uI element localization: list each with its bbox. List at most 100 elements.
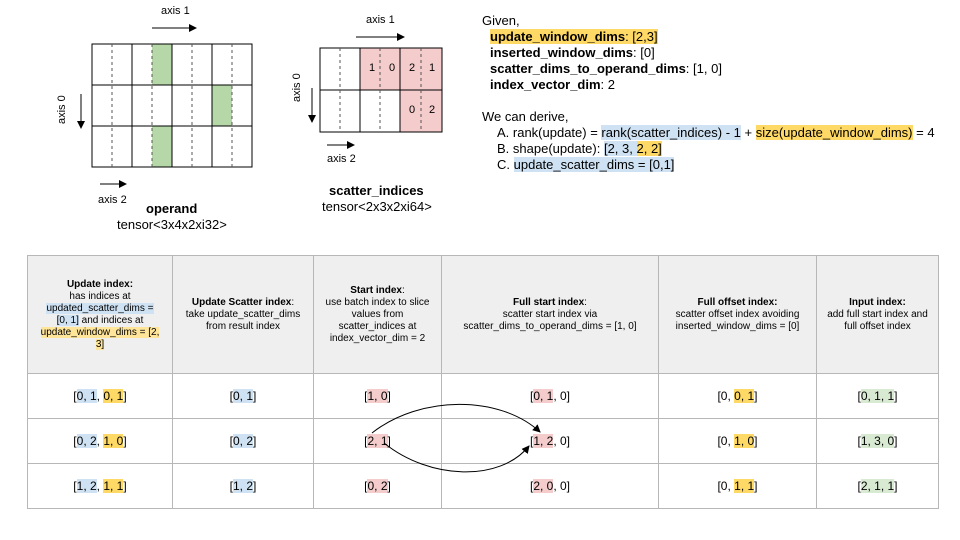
given-key: index_vector_dim — [490, 77, 601, 92]
cell-text: , 0] — [553, 389, 571, 403]
scatter-cell: 1 — [429, 62, 436, 74]
cell-input-index: [0, 1, 1] — [816, 373, 939, 419]
table-row: [0, 2, 1, 0] [0, 2] [2, 1] [1, 2, 0] [0,… — [27, 418, 939, 464]
header-text: scatter start index via scatter_dims_to_… — [463, 308, 637, 332]
operand-axis1-label: axis 1 — [161, 5, 190, 17]
highlight: 0, 2 — [367, 479, 388, 493]
cell-full-offset-index: [0, 1, 0] — [658, 418, 817, 464]
scatter-name: scatter_indices — [329, 183, 424, 198]
highlight: 0, 1 — [103, 389, 124, 403]
cell-start-index: [2, 1] — [313, 418, 442, 464]
header-text: take update_scatter_dims from result ind… — [185, 308, 301, 332]
bracket: ] — [387, 434, 391, 448]
header-update-index: Update index: has indices at updated_sca… — [27, 255, 173, 374]
header-input-index: Input index: add full start index and fu… — [816, 255, 939, 374]
derive-text: C. — [497, 157, 514, 172]
operand-axis2-label: axis 2 — [98, 194, 127, 206]
derive-line-a: A. rank(update) = rank(scatter_indices) … — [482, 125, 935, 141]
derive-text: A. rank(update) = — [497, 125, 602, 140]
highlight: 0, 2 — [232, 434, 253, 448]
bracket: [ — [364, 479, 368, 493]
header-text: : — [291, 296, 295, 308]
scatter-cell: 0 — [409, 104, 416, 116]
bracket: [ — [364, 389, 368, 403]
cell-full-offset-index: [0, 1, 1] — [658, 463, 817, 509]
bracket: [ — [229, 434, 233, 448]
separator: , — [96, 389, 104, 403]
header-highlight: [0, 1] — [56, 314, 79, 326]
given-value: : 2 — [600, 77, 616, 92]
cell-start-index: [1, 0] — [313, 373, 442, 419]
highlight: 1, 0 — [367, 389, 388, 403]
highlight: 1, 0 — [103, 434, 124, 448]
cell-update-scatter-index: [1, 2] — [172, 463, 314, 509]
header-title: Update Scatter index — [191, 296, 292, 308]
header-title: Full offset index: — [697, 296, 778, 308]
header-highlight: update_window_dims = [2, — [40, 326, 160, 338]
scatter-cell: 0 — [389, 62, 396, 74]
scatter-cell: 1 — [369, 62, 376, 74]
bracket: ] — [387, 389, 391, 403]
header-text: add full start index and full offset ind… — [827, 308, 928, 332]
bracket: [ — [73, 389, 77, 403]
highlight: 2, 0 — [533, 479, 554, 493]
derive-highlight: update_scatter_dims = [0,1] — [513, 157, 675, 172]
bracket: [ — [529, 479, 534, 493]
separator: , — [96, 434, 104, 448]
bracket: ] — [754, 479, 758, 493]
table-row: [1, 2, 1, 1] [1, 2] [0, 2] [2, 0, 0] [0,… — [27, 463, 939, 509]
scatter-axis0-label: axis 0 — [291, 73, 303, 102]
cell-text: , 0] — [553, 479, 571, 493]
cell-update-index: [0, 2, 1, 0] — [27, 418, 173, 464]
bracket: [ — [229, 389, 233, 403]
derive-highlight: rank(scatter_indices) - 1 — [601, 125, 741, 140]
bracket: ] — [387, 479, 391, 493]
bracket: [ — [857, 389, 861, 403]
derive-highlight: size(update_window_dims) — [755, 125, 913, 140]
derive-line-c: C. update_scatter_dims = [0,1] — [482, 157, 935, 173]
header-title: Input index: — [849, 296, 906, 308]
header-text: : — [584, 296, 587, 308]
derive-block: We can derive, A. rank(update) = rank(sc… — [482, 109, 935, 173]
scatter-axis2-label: axis 2 — [327, 153, 356, 165]
given-key: update_window_dims — [490, 29, 626, 44]
cell-full-start-index: [0, 1, 0] — [441, 373, 659, 419]
given-value: : [1, 0] — [685, 61, 722, 76]
table-row: [0, 1, 0, 1] [0, 1] [1, 0] [0, 1, 0] [0,… — [27, 373, 939, 419]
given-block: Given, update_window_dims: [2,3] inserte… — [482, 13, 722, 93]
bracket: ] — [754, 389, 758, 403]
cell-full-start-index: [1, 2, 0] — [441, 418, 659, 464]
operand-highlight-cell — [152, 44, 172, 85]
highlight: 1, 3, 0 — [860, 434, 895, 448]
operand-grid — [77, 24, 253, 188]
cell-text: [0, — [717, 389, 735, 403]
highlight: 0, 1 — [533, 389, 554, 403]
bracket: [ — [857, 434, 861, 448]
given-value: : [2,3] — [625, 29, 658, 44]
cell-update-index: [1, 2, 1, 1] — [27, 463, 173, 509]
cell-full-start-index: [2, 0, 0] — [441, 463, 659, 509]
given-line: update_window_dims: [2,3] — [482, 29, 722, 45]
bracket: [ — [857, 479, 861, 493]
header-text: use batch index to slice values from sca… — [325, 296, 430, 344]
bracket: [ — [364, 434, 368, 448]
header-text: and indices at — [78, 314, 144, 326]
given-key: scatter_dims_to_operand_dims — [490, 61, 686, 76]
scatter-cell: 2 — [409, 62, 416, 74]
header-title: Full start index — [513, 296, 585, 308]
scatter-table: Update index: has indices at updated_sca… — [27, 255, 939, 509]
highlight: 1, 1 — [103, 479, 124, 493]
bracket: ] — [894, 389, 898, 403]
bracket: ] — [754, 434, 758, 448]
highlight: 0, 2 — [76, 434, 97, 448]
highlight: 0, 1 — [734, 389, 755, 403]
bracket: ] — [123, 434, 127, 448]
highlight: 1, 1 — [734, 479, 755, 493]
header-title: Start index — [350, 284, 402, 296]
bracket: ] — [123, 479, 127, 493]
operand-type: tensor<3x4x2xi32> — [117, 217, 227, 232]
given-line: index_vector_dim: 2 — [482, 77, 722, 93]
given-line: inserted_window_dims: [0] — [482, 45, 722, 61]
highlight: 0, 1, 1 — [860, 389, 895, 403]
header-highlight: updated_scatter_dims = — [46, 302, 154, 314]
